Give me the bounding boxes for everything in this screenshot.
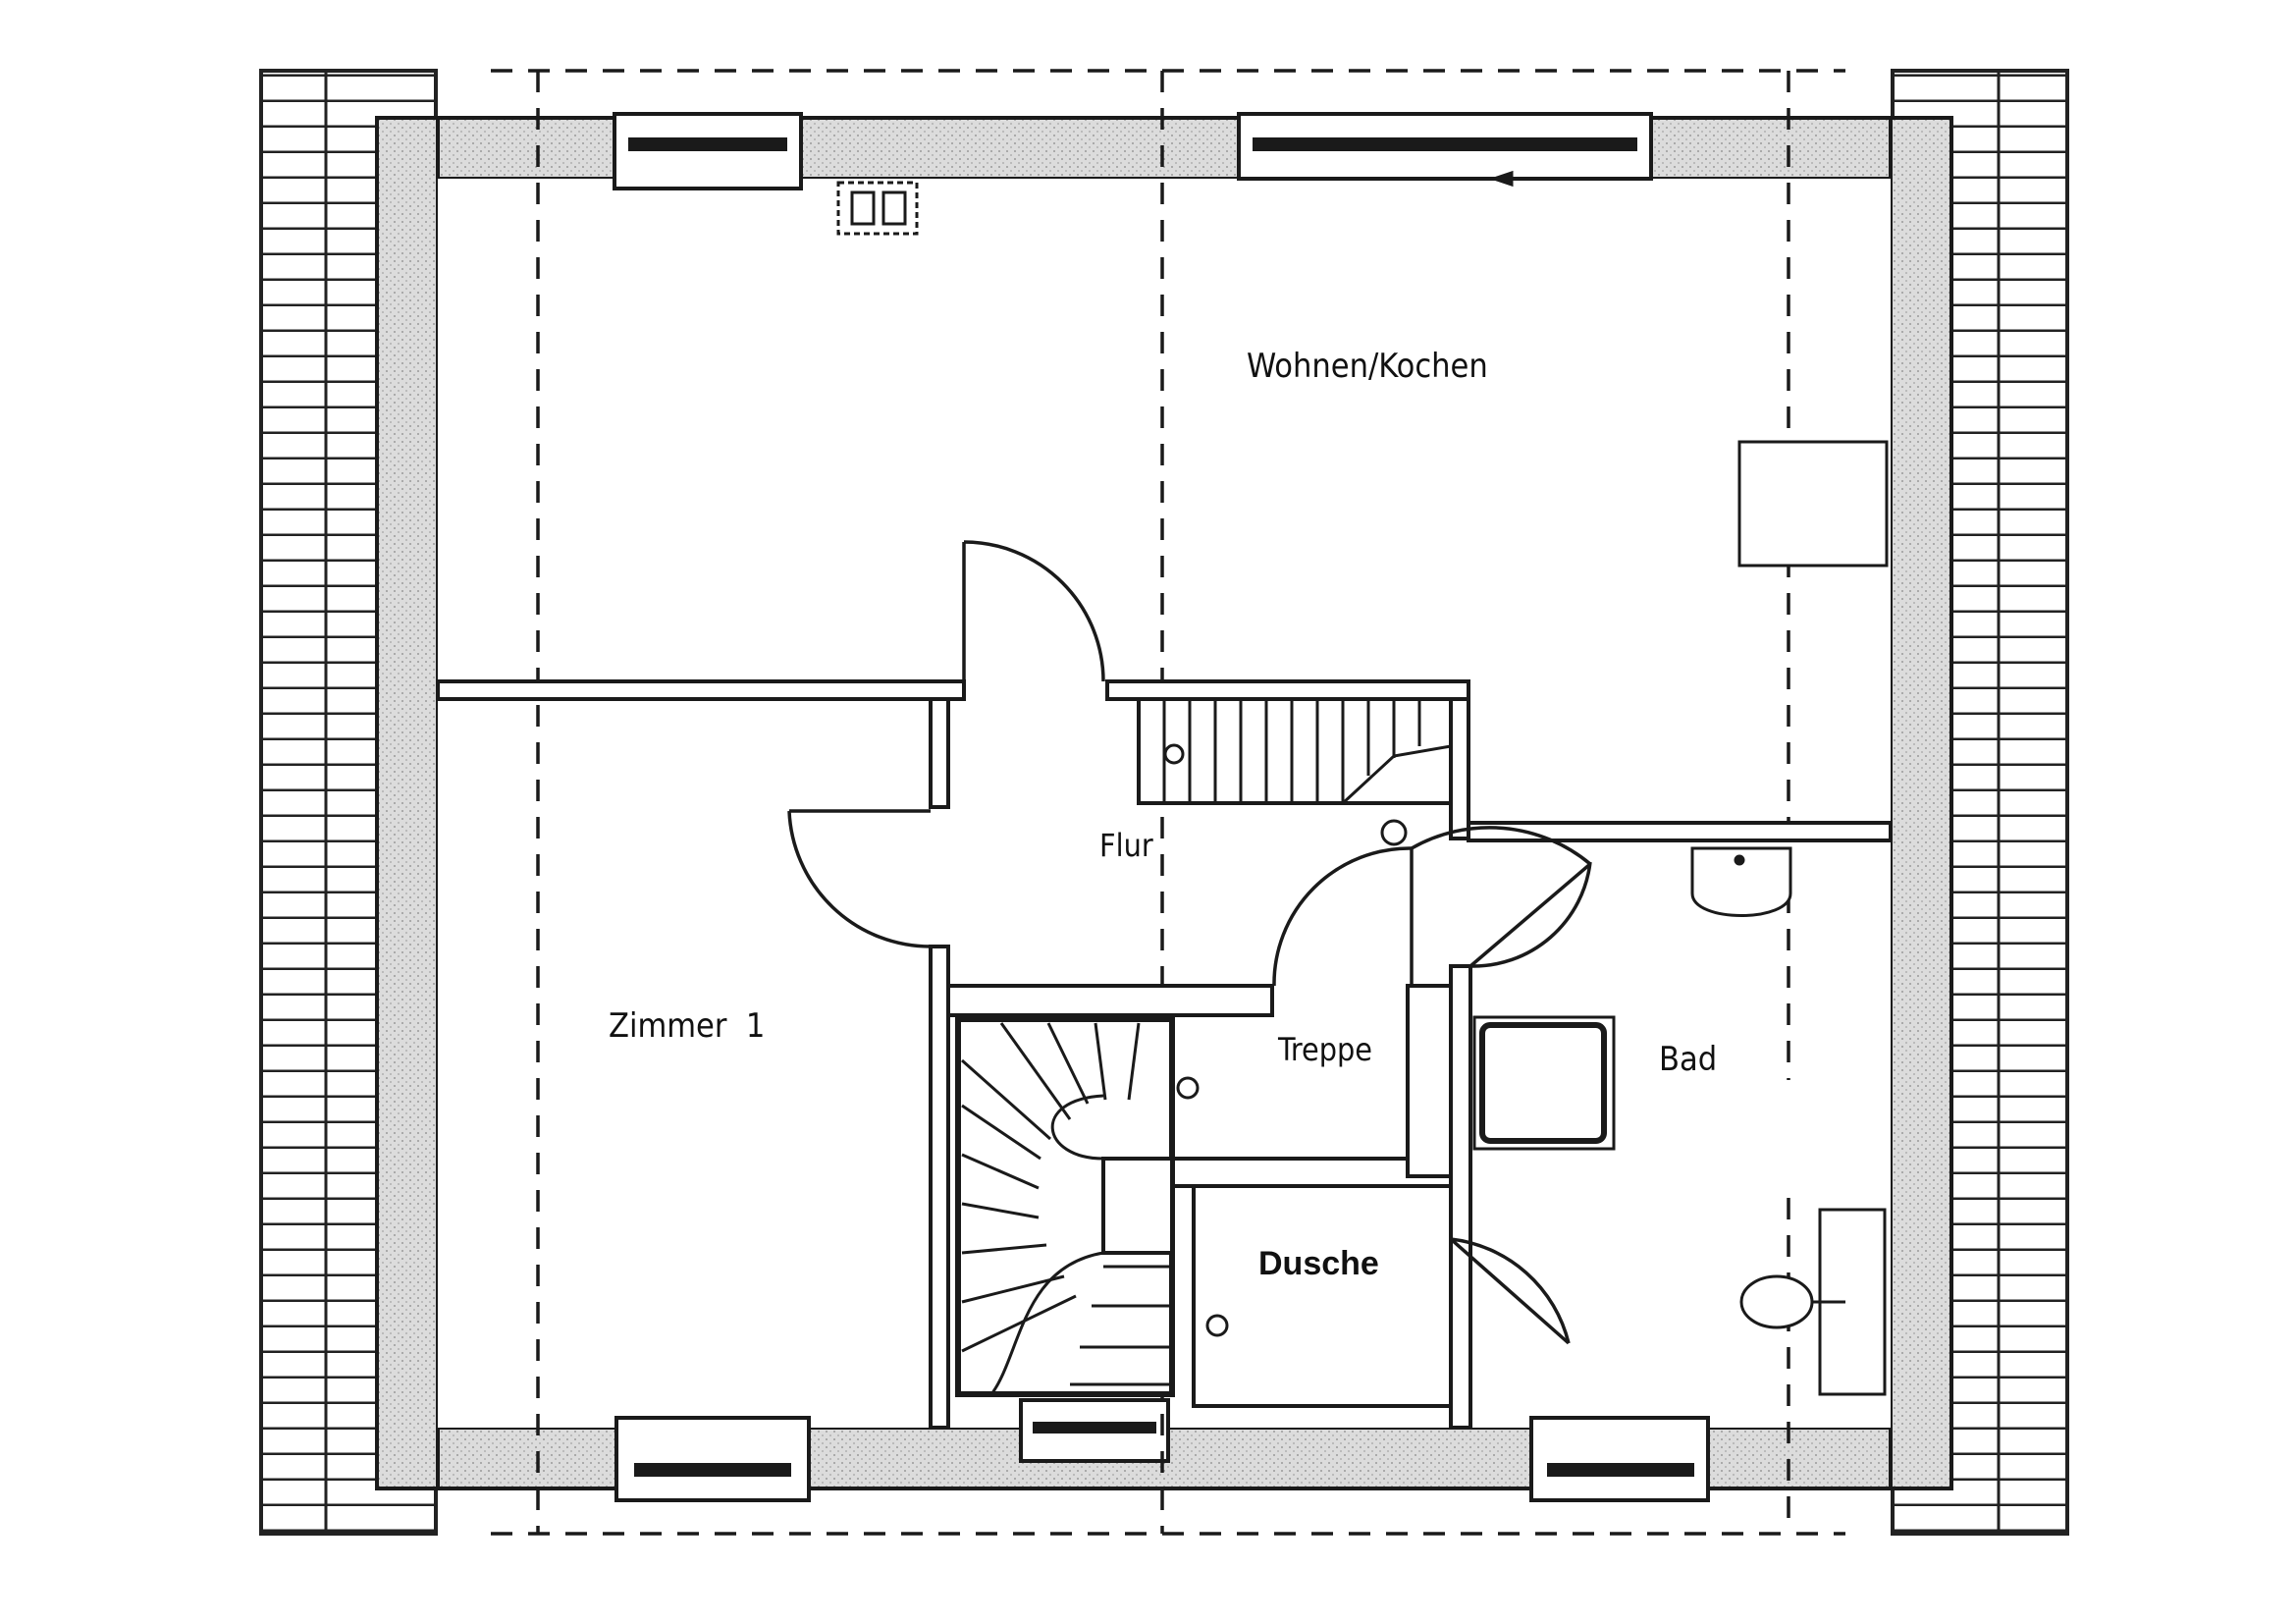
label-wohnen-kochen: Wohnen/Kochen <box>1247 347 1488 386</box>
arrow-indicator <box>1489 170 1571 188</box>
chimney-symbol <box>836 181 919 236</box>
label-zimmer-1: Zimmer 1 <box>609 1006 765 1046</box>
toilet-bad <box>1739 1208 1887 1396</box>
window-top-left <box>613 112 803 190</box>
radiator-wohnen <box>1737 440 1889 568</box>
dashed-lines <box>491 69 1845 1536</box>
window-bottom-center <box>1019 1398 1170 1463</box>
label-flur: Flur <box>1099 827 1153 864</box>
label-bad: Bad <box>1659 1040 1717 1079</box>
doors <box>787 540 1592 1345</box>
dusche-area <box>1192 1184 1453 1408</box>
window-top-right <box>1237 112 1653 181</box>
washbasin-bad <box>1690 846 1792 917</box>
interior-walls <box>436 679 1893 1430</box>
window-bottom-left <box>614 1416 811 1502</box>
shower-tray <box>1472 1015 1616 1151</box>
lower-staircase <box>955 1016 1229 1397</box>
window-bottom-right <box>1529 1416 1710 1502</box>
upper-staircase <box>1137 697 1453 846</box>
label-treppe: Treppe <box>1277 1031 1372 1068</box>
label-dusche: Dusche <box>1258 1245 1379 1282</box>
